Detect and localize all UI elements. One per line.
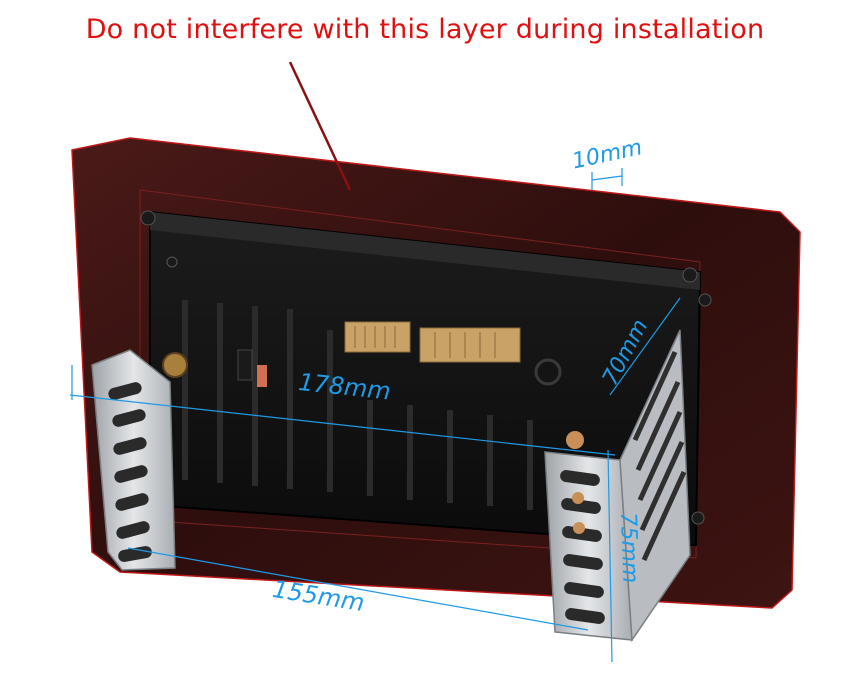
dimension-lines [69,168,681,663]
installation-warning-caption: Do not interfere with this layer during … [85,14,765,45]
pointer-line [288,61,352,191]
dimension-bracket-depth: 75mm [615,512,643,584]
left-mounting-bracket [91,349,176,571]
